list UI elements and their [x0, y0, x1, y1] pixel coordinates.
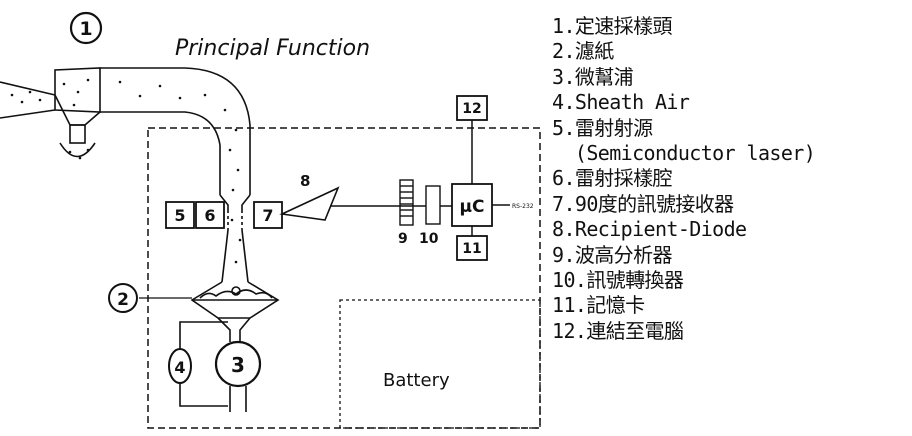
legend-item: 7.90度的訊號接收器 [552, 191, 734, 216]
micro-pump: 3 [214, 340, 262, 388]
diagram-number-badge: 1 [69, 11, 103, 45]
legend-item: 10.訊號轉換器 [552, 268, 684, 293]
diagram-title: Principal Function [175, 36, 370, 61]
svg-text:11: 11 [462, 241, 481, 257]
recipient-diode-label: 8 [300, 172, 310, 190]
legend-item: 3.微幫浦 [552, 64, 634, 89]
diagram-number-label: 1 [79, 18, 92, 40]
legend-item: 12.連結至電腦 [552, 318, 684, 343]
filter-marker: 2 [108, 283, 138, 313]
instrument-housing [147, 127, 541, 429]
legend-item: 11.記憶卡 [552, 293, 645, 318]
legend-item: 5.雷射射源 [552, 115, 653, 140]
filter-assembly [190, 281, 280, 342]
memory-card-box: 11 [456, 235, 488, 261]
legend-item: 8.Recipient-Diode [552, 217, 747, 242]
converter-label: 10 [419, 231, 439, 247]
laser-source-box: 5 [165, 201, 195, 229]
svg-text:μC: μC [460, 197, 485, 217]
signal-receiver-box: 7 [253, 201, 283, 229]
legend-item: 4.Sheath Air [552, 90, 690, 115]
svg-text:6: 6 [204, 206, 215, 225]
laser-sampling-chamber-box: 6 [195, 201, 225, 229]
laser-chamber [219, 194, 251, 283]
particle-dots [10, 78, 242, 264]
pc-connection-box: 12 [456, 95, 488, 121]
legend-item: 6.雷射採樣腔 [552, 166, 672, 191]
sheath-air-marker: 4 [168, 348, 192, 384]
microcontroller-box: μC [451, 183, 493, 227]
svg-text:7: 7 [262, 206, 273, 225]
pulse-height-analyzer [399, 179, 414, 226]
svg-text:3: 3 [231, 353, 245, 377]
rs232-label: RS-232 [512, 203, 534, 210]
battery-label: Battery [383, 370, 450, 391]
battery-compartment [339, 299, 541, 429]
legend-item: (Semiconductor laser) [552, 141, 816, 166]
sampling-inlet [0, 67, 251, 195]
signal-converter [425, 185, 441, 225]
component-legend: 1.定速採樣頭 2.濾紙 3.微幫浦 4.Sheath Air 5.雷射射源 (… [552, 14, 908, 344]
svg-text:2: 2 [117, 290, 129, 310]
legend-item: 1.定速採樣頭 [552, 14, 672, 38]
legend-item: 2.濾紙 [552, 39, 614, 64]
svg-text:5: 5 [174, 206, 185, 225]
svg-text:4: 4 [174, 358, 185, 377]
svg-text:12: 12 [462, 101, 481, 117]
analyzer-label: 9 [398, 231, 408, 247]
legend-item: 9.波高分析器 [552, 242, 672, 267]
